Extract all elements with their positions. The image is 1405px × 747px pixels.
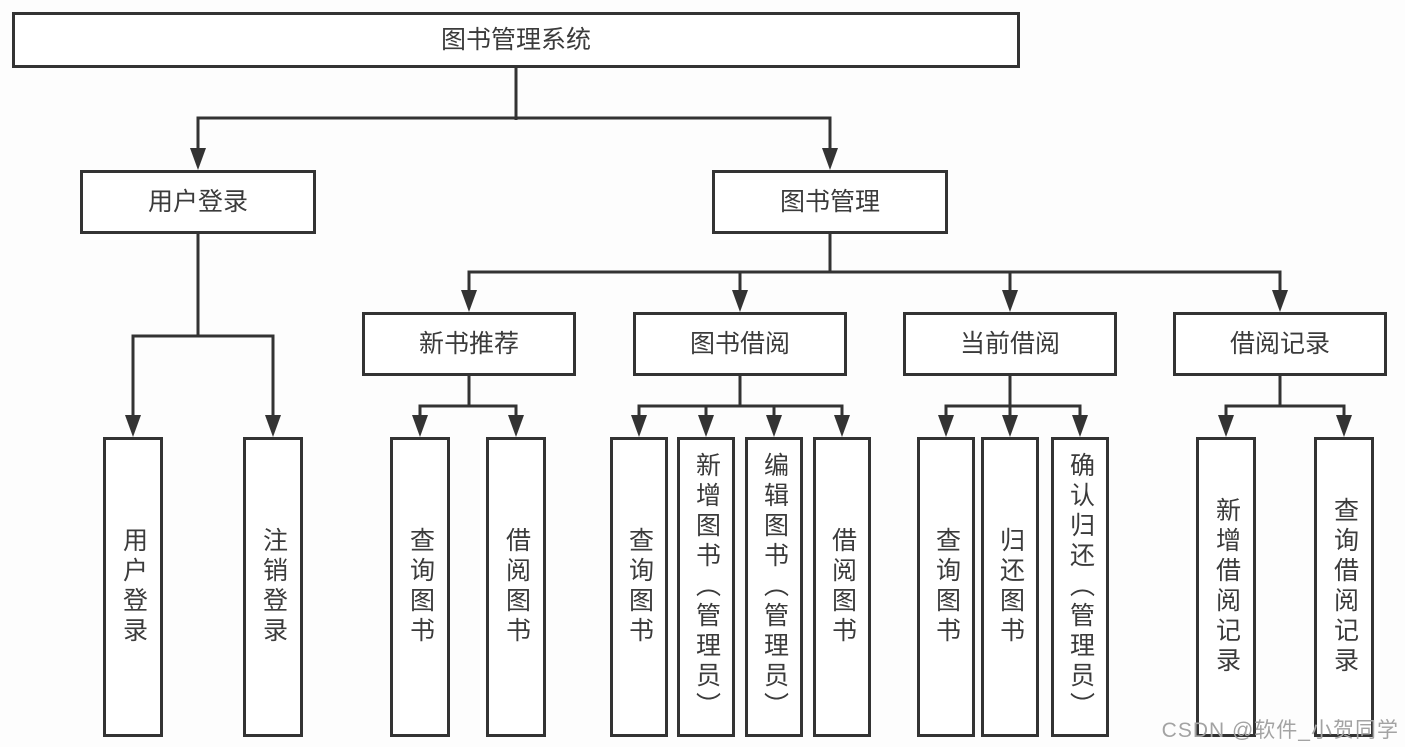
leaf-return-books: 归还图书 [981,437,1039,737]
leaf-borrow-books: 借阅图书 [813,437,871,737]
leaf-edit-books-admin: 编辑图书（管理员） [745,437,803,737]
leaf-query-borrow-record: 查询借阅记录 [1314,437,1374,737]
leaf-confirm-return-admin: 确认归还（管理员） [1051,437,1109,737]
node-borrow-records: 借阅记录 [1173,312,1387,376]
node-book-borrowing: 图书借阅 [633,312,847,376]
leaf-query-books-current: 查询图书 [917,437,975,737]
node-user-login: 用户登录 [80,170,316,234]
leaf-query-books-borrow: 查询图书 [610,437,668,737]
node-book-management: 图书管理 [712,170,948,234]
leaf-borrow-books-recommend: 借阅图书 [486,437,546,737]
leaf-user-login: 用户登录 [103,437,163,737]
leaf-add-books-admin: 新增图书（管理员） [677,437,735,737]
node-library-system: 图书管理系统 [12,12,1020,68]
node-new-book-recommend: 新书推荐 [362,312,576,376]
leaf-query-books-recommend: 查询图书 [390,437,450,737]
node-current-borrowing: 当前借阅 [903,312,1117,376]
leaf-logout: 注销登录 [243,437,303,737]
leaf-add-borrow-record: 新增借阅记录 [1196,437,1256,737]
csdn-watermark: CSDN @软件_小贺同学 [1161,719,1399,742]
